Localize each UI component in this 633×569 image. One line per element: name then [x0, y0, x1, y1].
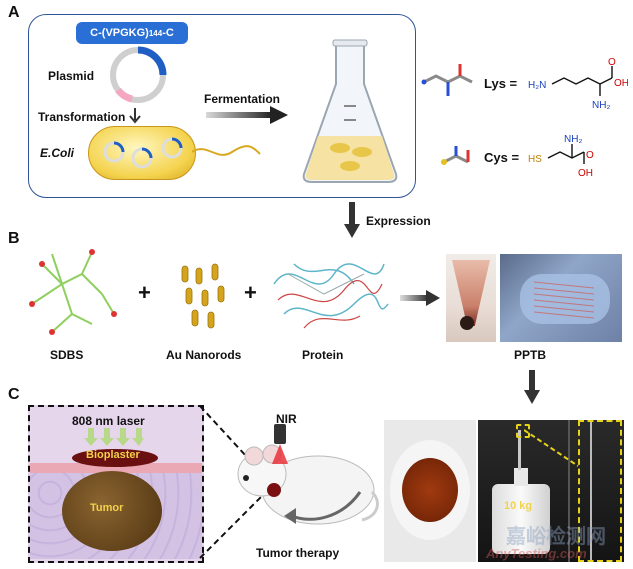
- nir-light-icon: [272, 424, 288, 464]
- nir-label: NIR: [276, 412, 297, 426]
- tumor-therapy-label: Tumor therapy: [256, 546, 340, 560]
- plus-sign-1: +: [138, 280, 151, 305]
- cys-hs: HS: [528, 154, 542, 165]
- panel-label-c: C: [8, 386, 20, 403]
- fermentation-label: Fermentation: [204, 92, 281, 106]
- fermentation-flask: [302, 39, 398, 183]
- pptb-photo-stretch: [500, 254, 622, 342]
- lys-o: O: [608, 58, 616, 68]
- tumor-label: Tumor: [90, 502, 124, 514]
- pptb-arrow-icon: [400, 290, 440, 306]
- gene-tag-sub: 144: [148, 28, 163, 38]
- pptb-powder-photo: [384, 420, 476, 562]
- transformation-label: Transformation: [38, 110, 126, 124]
- cys-oh: OH: [578, 168, 593, 179]
- curved-arrow-icon: [284, 491, 362, 524]
- plasmid-diagram: [110, 46, 167, 103]
- gene-tag-text: C-(VPGKG): [90, 27, 149, 39]
- cys-structure: HS NH₂ O OH: [528, 134, 594, 179]
- lys-structure: H₂N O OH NH₂: [528, 58, 628, 111]
- lys-label: Lys =: [484, 76, 518, 91]
- fermentation-arrow-icon: [206, 106, 288, 124]
- zoom-connector-lines: [199, 405, 271, 559]
- plus-sign-2: +: [244, 280, 257, 305]
- panel-a-frame: [28, 14, 416, 198]
- expression-label: Expression: [366, 214, 431, 228]
- sdbs-label: SDBS: [50, 348, 84, 362]
- pptb-down-arrow-icon: [524, 370, 540, 404]
- panel-label-a: A: [8, 4, 20, 21]
- expression-arrow-icon: [344, 202, 360, 238]
- plasmid-label: Plasmid: [48, 69, 95, 83]
- laser-arrows-icon: [84, 428, 144, 446]
- au-nanorods-label: Au Nanorods: [166, 348, 242, 362]
- down-arrow-icon: [129, 108, 141, 124]
- pptb-label: PPTB: [514, 348, 547, 362]
- protein-structure: [273, 263, 389, 329]
- laser-label: 808 nm laser: [72, 414, 145, 428]
- ecoli-plasmids: [103, 137, 183, 169]
- lys-h2n: H₂N: [528, 80, 546, 91]
- tumor-inset: [28, 405, 204, 563]
- cys-stick-model: [441, 146, 470, 165]
- ecoli-label: E.Coli: [40, 146, 75, 160]
- pptb-photo-tube: [446, 254, 496, 342]
- weight-test-photo: [478, 420, 624, 562]
- gene-tag: C-(VPGKG)144-C: [76, 22, 188, 44]
- gene-tag-end: -C: [162, 27, 174, 39]
- lys-stick-model: [421, 64, 473, 96]
- weight-label: 10 kg: [504, 500, 533, 512]
- watermark-cn: 嘉峪检测网: [506, 526, 606, 548]
- cys-nh2: NH₂: [564, 134, 582, 145]
- bioplaster-label: Bioplaster: [86, 449, 140, 461]
- cys-label: Cys =: [484, 150, 520, 165]
- flagellum-icon: [192, 145, 261, 156]
- sdbs-molecule: [29, 249, 117, 335]
- lys-nh2: NH₂: [592, 100, 610, 111]
- protein-label: Protein: [302, 348, 344, 362]
- au-nanorods: [181, 263, 225, 329]
- panel-label-b: B: [8, 230, 20, 247]
- watermark-en: AnyTesting.com: [486, 546, 587, 561]
- lys-oh: OH: [614, 78, 628, 89]
- cys-o: O: [586, 150, 594, 161]
